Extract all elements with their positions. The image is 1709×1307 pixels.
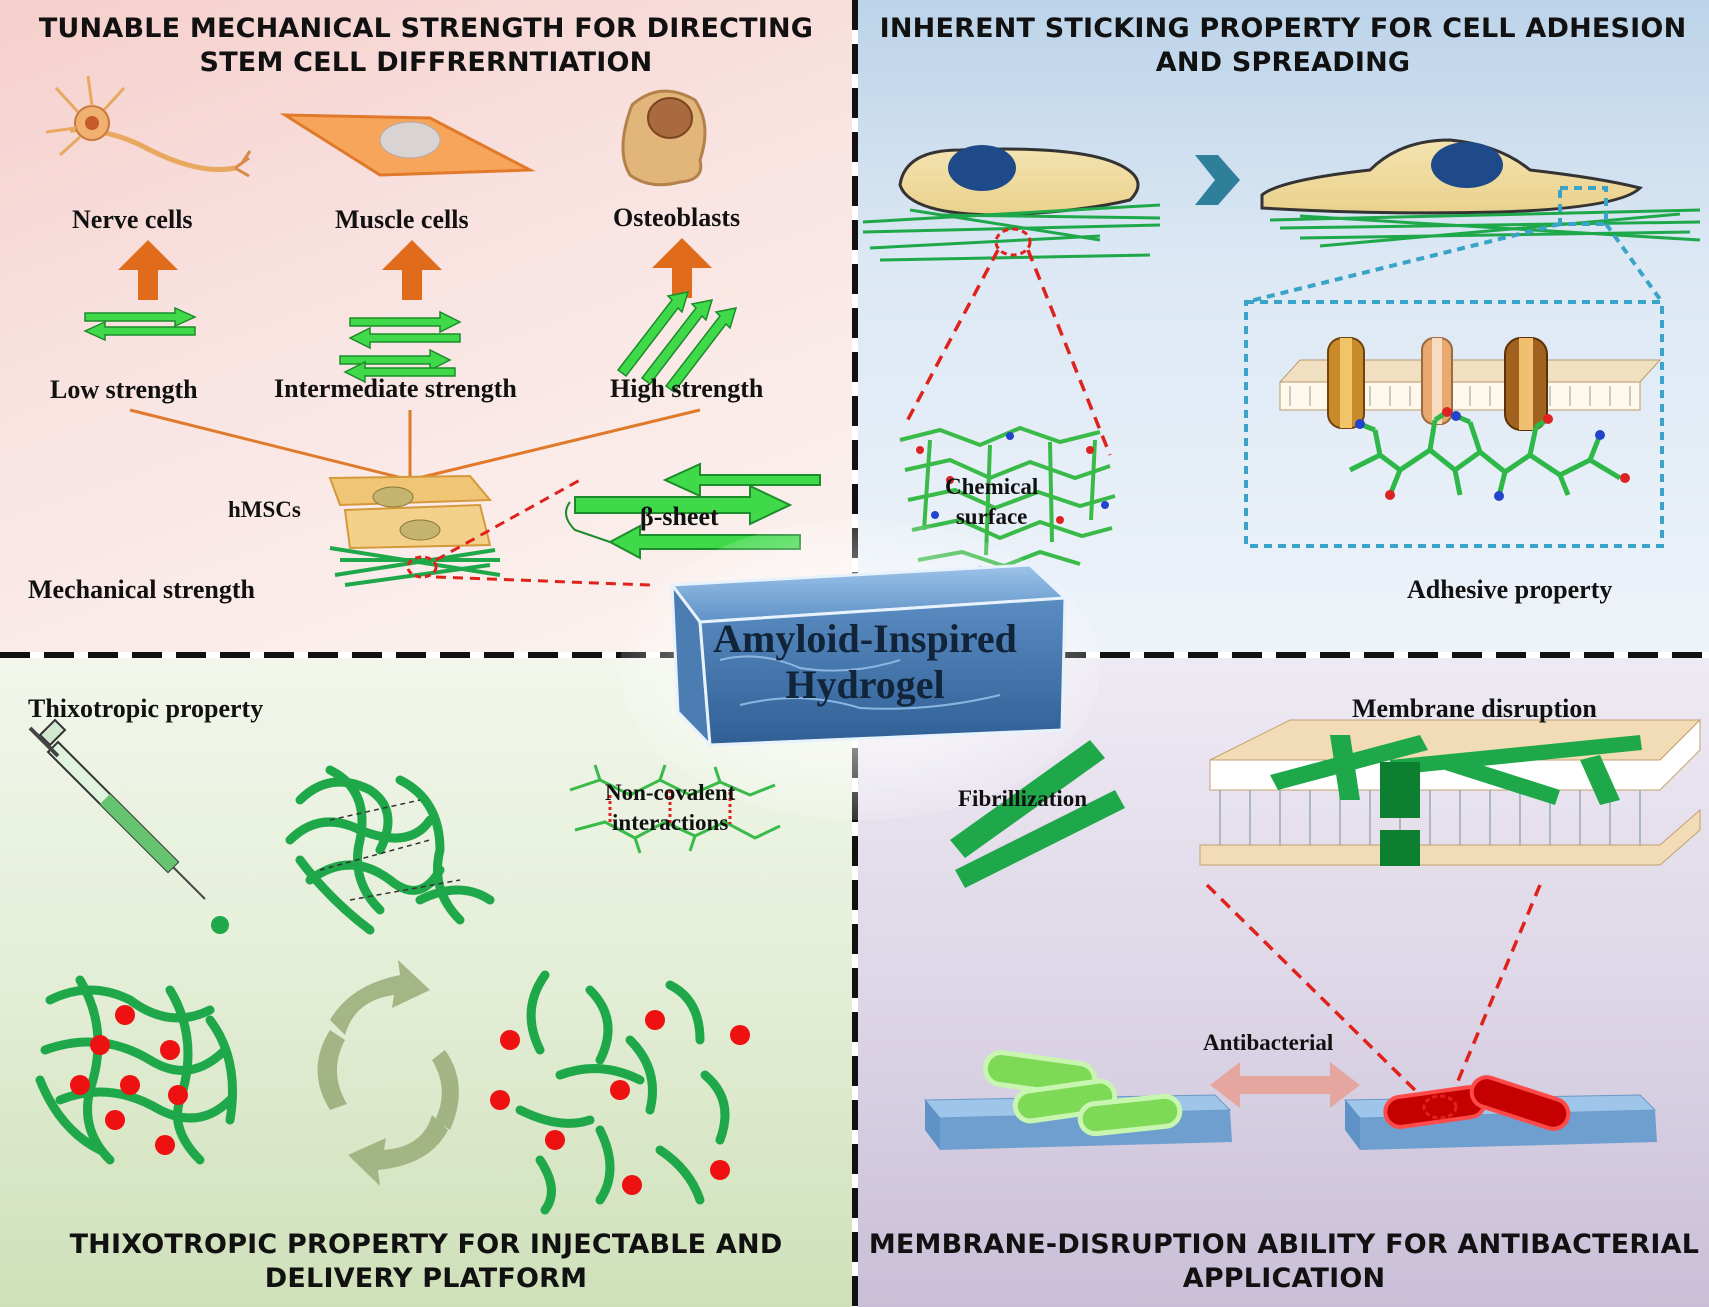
center-title-line1: Amyloid-Inspired [713, 616, 1017, 661]
label-hmscs: hMSCs [228, 497, 301, 522]
title-thixotropic-line2: DELIVERY PLATFORM [264, 1263, 588, 1294]
label-muscle-cells: Muscle cells [335, 205, 469, 234]
label-high-strength: High strength [610, 374, 764, 403]
label-adhesive-property: Adhesive property [1407, 575, 1613, 604]
label-membrane-disruption: Membrane disruption [1352, 694, 1597, 723]
title-thixotropic-line1: THIXOTROPIC PROPERTY FOR INJECTABLE AND [69, 1229, 783, 1260]
label-noncovalent-line2: interactions [612, 810, 729, 835]
label-noncovalent-line1: Non-covalent [605, 780, 736, 805]
label-nerve-cells: Nerve cells [72, 205, 193, 234]
label-chemical-surface: Chemical surface [945, 472, 1038, 532]
panel-antibacterial [858, 658, 1709, 1307]
title-stem-cell: TUNABLE MECHANICAL STRENGTH FOR DIRECTIN… [20, 12, 832, 80]
label-intermediate-strength: Intermediate strength [274, 374, 517, 403]
title-cell-adhesion-line1: INHERENT STICKING PROPERTY FOR CELL ADHE… [879, 13, 1687, 44]
label-fibrillization: Fibrillization [958, 786, 1088, 811]
panel-stem-cell-differentiation [0, 0, 852, 652]
panel-cell-adhesion [858, 0, 1709, 652]
title-antibacterial: MEMBRANE-DISRUPTION ABILITY FOR ANTIBACT… [866, 1228, 1702, 1296]
label-mechanical-strength: Mechanical strength [28, 575, 255, 604]
label-osteoblasts: Osteoblasts [613, 203, 741, 232]
center-title-line2: Hydrogel [785, 662, 945, 707]
title-cell-adhesion: INHERENT STICKING PROPERTY FOR CELL ADHE… [868, 12, 1698, 80]
label-chemical-surface-line1: Chemical [945, 474, 1039, 499]
label-chemical-surface-line2: surface [955, 504, 1028, 529]
label-low-strength: Low strength [50, 375, 198, 404]
title-stem-cell-line1: TUNABLE MECHANICAL STRENGTH FOR DIRECTIN… [38, 13, 814, 44]
label-noncovalent-interactions: Non-covalent interactions [605, 778, 735, 838]
title-antibacterial-line1: MEMBRANE-DISRUPTION ABILITY FOR ANTIBACT… [868, 1229, 1700, 1260]
label-beta-sheet: β-sheet [640, 502, 719, 531]
title-stem-cell-line2: STEM CELL DIFFRERNTIATION [199, 47, 653, 78]
label-antibacterial: Antibacterial [1203, 1030, 1334, 1055]
title-cell-adhesion-line2: AND SPREADING [1155, 47, 1411, 78]
label-thixotropic-property: Thixotropic property [28, 694, 264, 723]
title-thixotropic: THIXOTROPIC PROPERTY FOR INJECTABLE AND … [20, 1228, 832, 1296]
panel-thixotropic [0, 658, 852, 1307]
center-hydrogel-title: Amyloid-Inspired Hydrogel [680, 616, 1050, 708]
title-antibacterial-line2: APPLICATION [1182, 1263, 1386, 1294]
